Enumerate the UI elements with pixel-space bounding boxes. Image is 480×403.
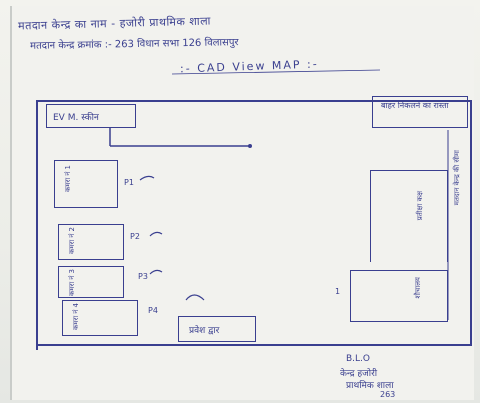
room-3: कमरा नं 3 (58, 266, 124, 298)
entry-box: प्रवेश द्वार (178, 316, 256, 342)
exit-box: बाहर निकलने का रास्ता (372, 96, 468, 128)
toilet-number: 1 (335, 287, 341, 296)
footer-line-2: केन्द्र हजोरी (340, 369, 378, 379)
room-2-mark: P2 (130, 232, 140, 241)
evm-box: EV M. स्कीन (46, 104, 136, 128)
footer-line-3: प्राथमिक शाला (346, 381, 394, 391)
entry-arrow (185, 294, 205, 301)
room-1-arrow (139, 175, 155, 181)
room-4-mark: P4 (148, 306, 158, 315)
boundary-right (470, 100, 472, 346)
room-2-arrow (149, 231, 163, 237)
room-1-mark: P1 (124, 178, 134, 187)
boundary-left (36, 100, 38, 350)
footer-line-4: 263 (380, 390, 396, 399)
room-3-mark: P3 (138, 272, 148, 281)
title-underline (171, 69, 381, 75)
room-2: कमरा नं 2 (58, 224, 124, 260)
room-3-arrow (149, 269, 163, 275)
room-1: कमरा नं 1 (54, 160, 118, 208)
boundary-top (36, 100, 472, 102)
paper-sheet (10, 6, 474, 400)
entry-label: प्रवेश द्वार (189, 326, 220, 336)
evm-connector-dot (248, 144, 252, 148)
exit-label-1: बाहर निकलने का रास्ता (381, 101, 449, 110)
room-4: कमरा नं 4 (62, 300, 138, 336)
footer-line-1: B.L.O (346, 354, 370, 364)
evm-label: EV M. स्कीन (53, 113, 99, 123)
boundary-bottom (36, 344, 472, 346)
